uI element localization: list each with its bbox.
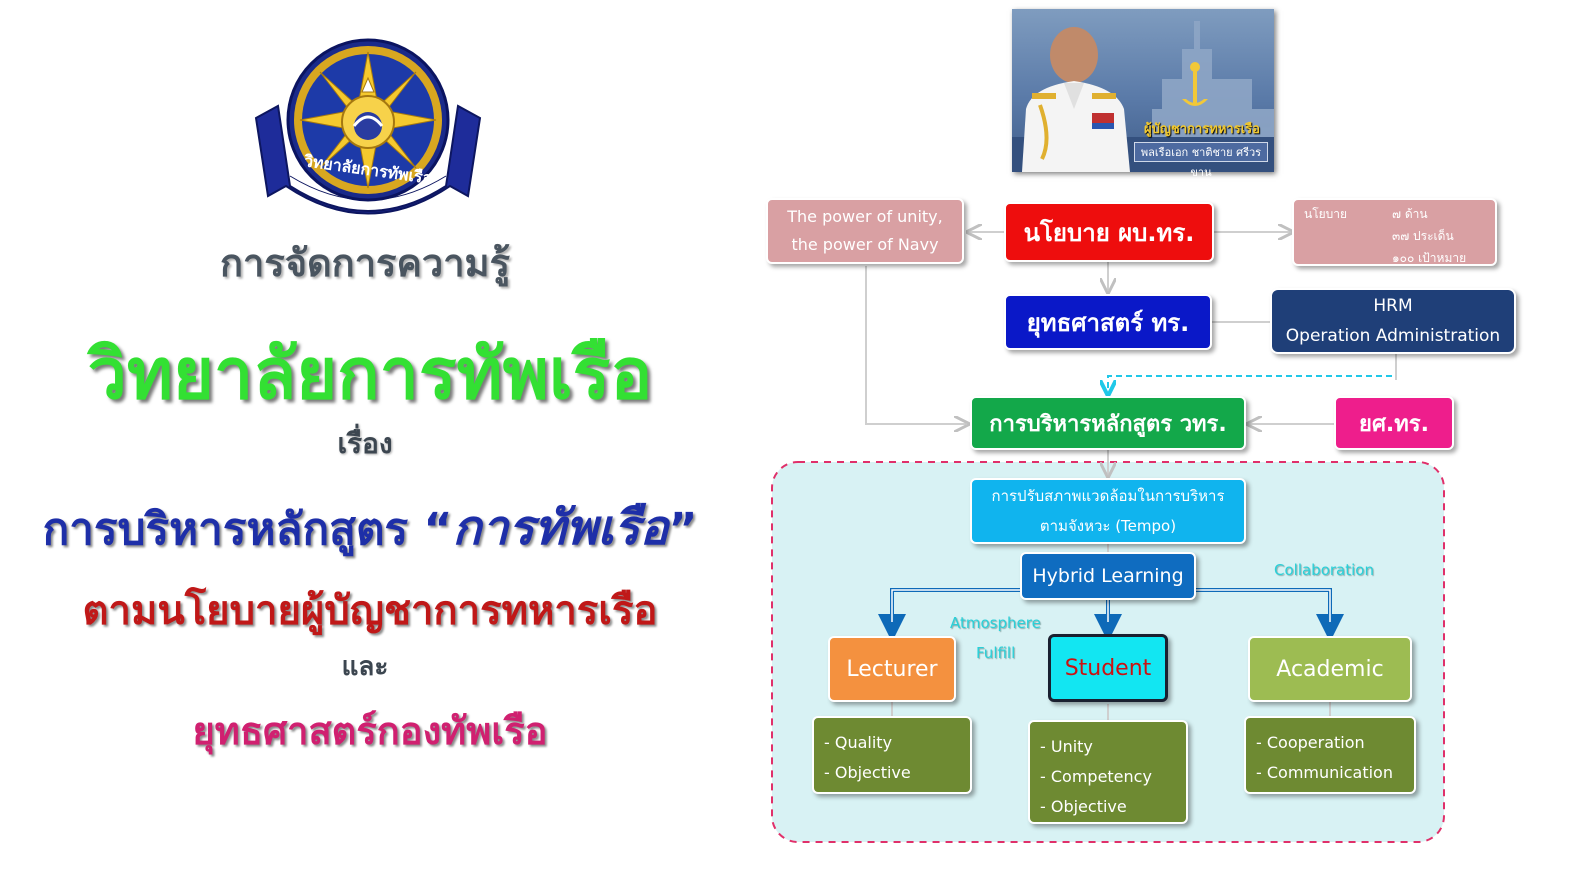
lecturer-box: Lecturer — [828, 636, 956, 702]
course-title-suffix: ” — [668, 504, 698, 555]
policy-detail-line-3: ๑๐๐ เป้าหมาย — [1392, 251, 1467, 265]
navy-strategy-line: ยุทธศาสตร์กองทัพเรือ — [192, 709, 548, 753]
student-item-3: - Objective — [1040, 797, 1127, 816]
policy-line: ตามนโยบายผู้บัญชาการทหารเรือ — [82, 588, 658, 634]
hrm-line-1: HRM — [1373, 296, 1413, 316]
unity-slogan-line-1: The power of unity, — [787, 207, 943, 226]
tempo-line-1: การปรับสภาพแวดล้อมในการบริหาร — [991, 487, 1225, 505]
commander-policy-box: นโยบาย ผบ.ทร. — [1004, 202, 1214, 262]
academic-box: Academic — [1248, 636, 1412, 702]
subject-label: เรื่อง — [337, 427, 393, 460]
academic-items-box: - Cooperation - Communication — [1244, 716, 1416, 794]
policy-detail-line-2: ๓๗ ประเด็น — [1392, 229, 1454, 243]
hrm-line-2: Operation Administration — [1285, 326, 1501, 346]
student-item-1: - Unity — [1040, 737, 1093, 756]
academic-item-1: - Cooperation — [1256, 733, 1365, 752]
academic-item-2: - Communication — [1256, 763, 1393, 782]
and-label: และ — [341, 652, 389, 682]
lecturer-item-1: - Quality — [824, 733, 893, 752]
photo-caption-title: ผู้บัญชาการทหารเรือ — [1144, 122, 1260, 137]
fulfill-label: Fulfill — [976, 644, 1016, 662]
college-title: วิทยาลัยการทัพเรือ — [87, 333, 653, 415]
policy-detail-label: นโยบาย — [1304, 207, 1348, 221]
knowledge-management-heading: การจัดการความรู้ — [219, 241, 510, 285]
photo-caption-name: พลเรือเอก ชาติชาย ศรีวรขาน — [1134, 142, 1268, 179]
unity-slogan-box: The power of unity, the power of Navy — [766, 198, 964, 264]
lecturer-item-2: - Objective — [824, 763, 911, 782]
student-box: Student — [1048, 634, 1168, 702]
hrm-box: HRM Operation Administration — [1270, 288, 1516, 354]
navy-war-college-logo — [254, 38, 482, 215]
course-title-prefix: การบริหารหลักสูตร “ — [42, 504, 453, 555]
lecturer-items-box: - Quality - Objective — [812, 716, 972, 794]
student-item-2: - Competency — [1040, 767, 1152, 786]
hybrid-learning-box: Hybrid Learning — [1020, 552, 1196, 600]
policy-detail-line-1: ๗ ด้าน — [1392, 207, 1428, 221]
course-title-italic: การทัพเรือ — [452, 500, 669, 556]
student-items-box: - Unity - Competency - Objective — [1028, 720, 1188, 824]
course-title: การบริหารหลักสูตร “การทัพเรือ” — [20, 490, 720, 566]
navy-strategy-box: ยุทธศาสตร์ ทร. — [1004, 294, 1212, 350]
atmosphere-label: Atmosphere — [950, 614, 1041, 632]
policy-detail-box: นโยบาย ๗ ด้าน ๓๗ ประเด็น ๑๐๐ เป้าหมาย — [1292, 198, 1497, 266]
unity-slogan-line-2: the power of Navy — [791, 235, 939, 254]
education-department-box: ยศ.ทร. — [1334, 396, 1454, 450]
tempo-line-2: ตามจังหวะ (Tempo) — [1039, 517, 1177, 535]
collaboration-label: Collaboration — [1274, 561, 1374, 579]
tempo-box: การปรับสภาพแวดล้อมในการบริหาร ตามจังหวะ … — [970, 478, 1246, 544]
course-management-box: การบริหารหลักสูตร วทร. — [970, 396, 1246, 450]
